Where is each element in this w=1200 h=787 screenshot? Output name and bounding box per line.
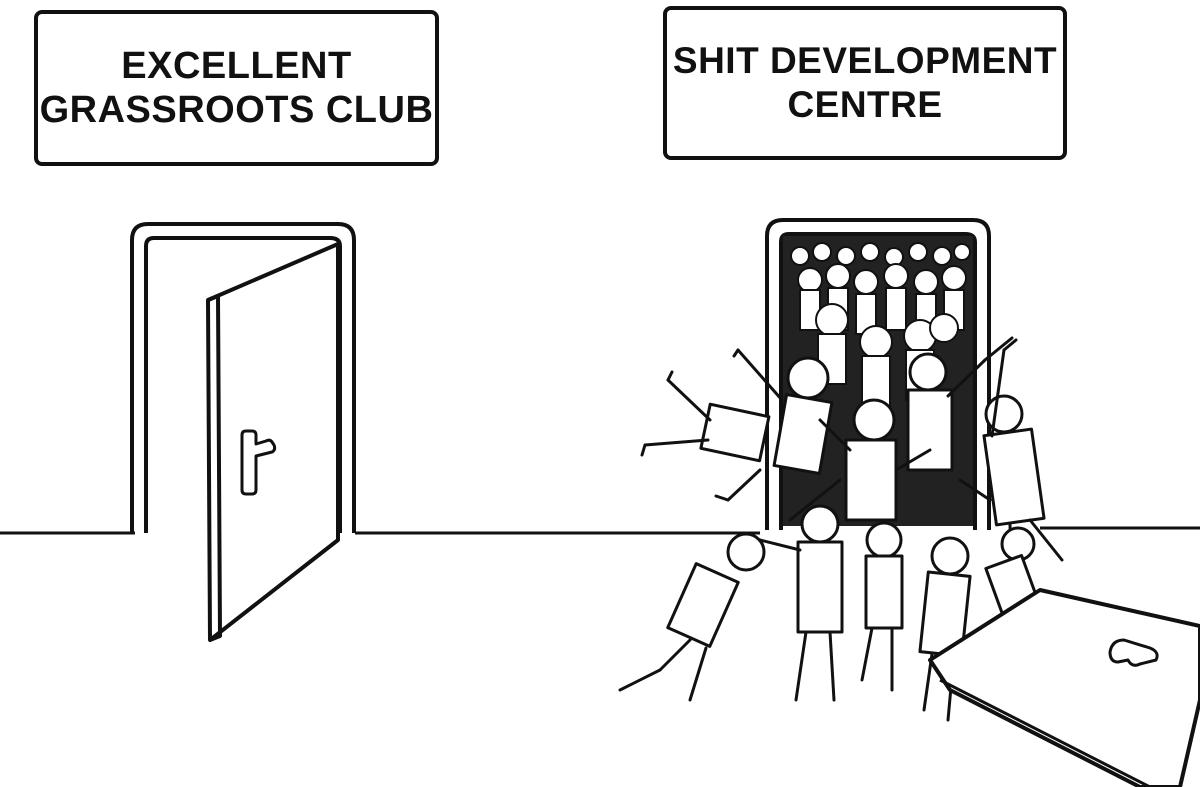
sign-right-line-1: SHIT DEVELOPMENT	[672, 40, 1058, 81]
crowded-doorway-icon	[618, 218, 1200, 787]
sign-excellent-grassroots-club: EXCELLENT GRASSROOTS CLUB	[34, 10, 439, 166]
open-door-icon	[130, 222, 356, 642]
sign-shit-development-centre: SHIT DEVELOPMENT CENTRE	[663, 6, 1067, 160]
sign-left-line-1: EXCELLENT	[121, 45, 352, 87]
sign-left-line-2: GRASSROOTS CLUB	[39, 89, 434, 131]
floor-line	[0, 526, 1200, 535]
sign-right-line-2: CENTRE	[787, 84, 943, 125]
